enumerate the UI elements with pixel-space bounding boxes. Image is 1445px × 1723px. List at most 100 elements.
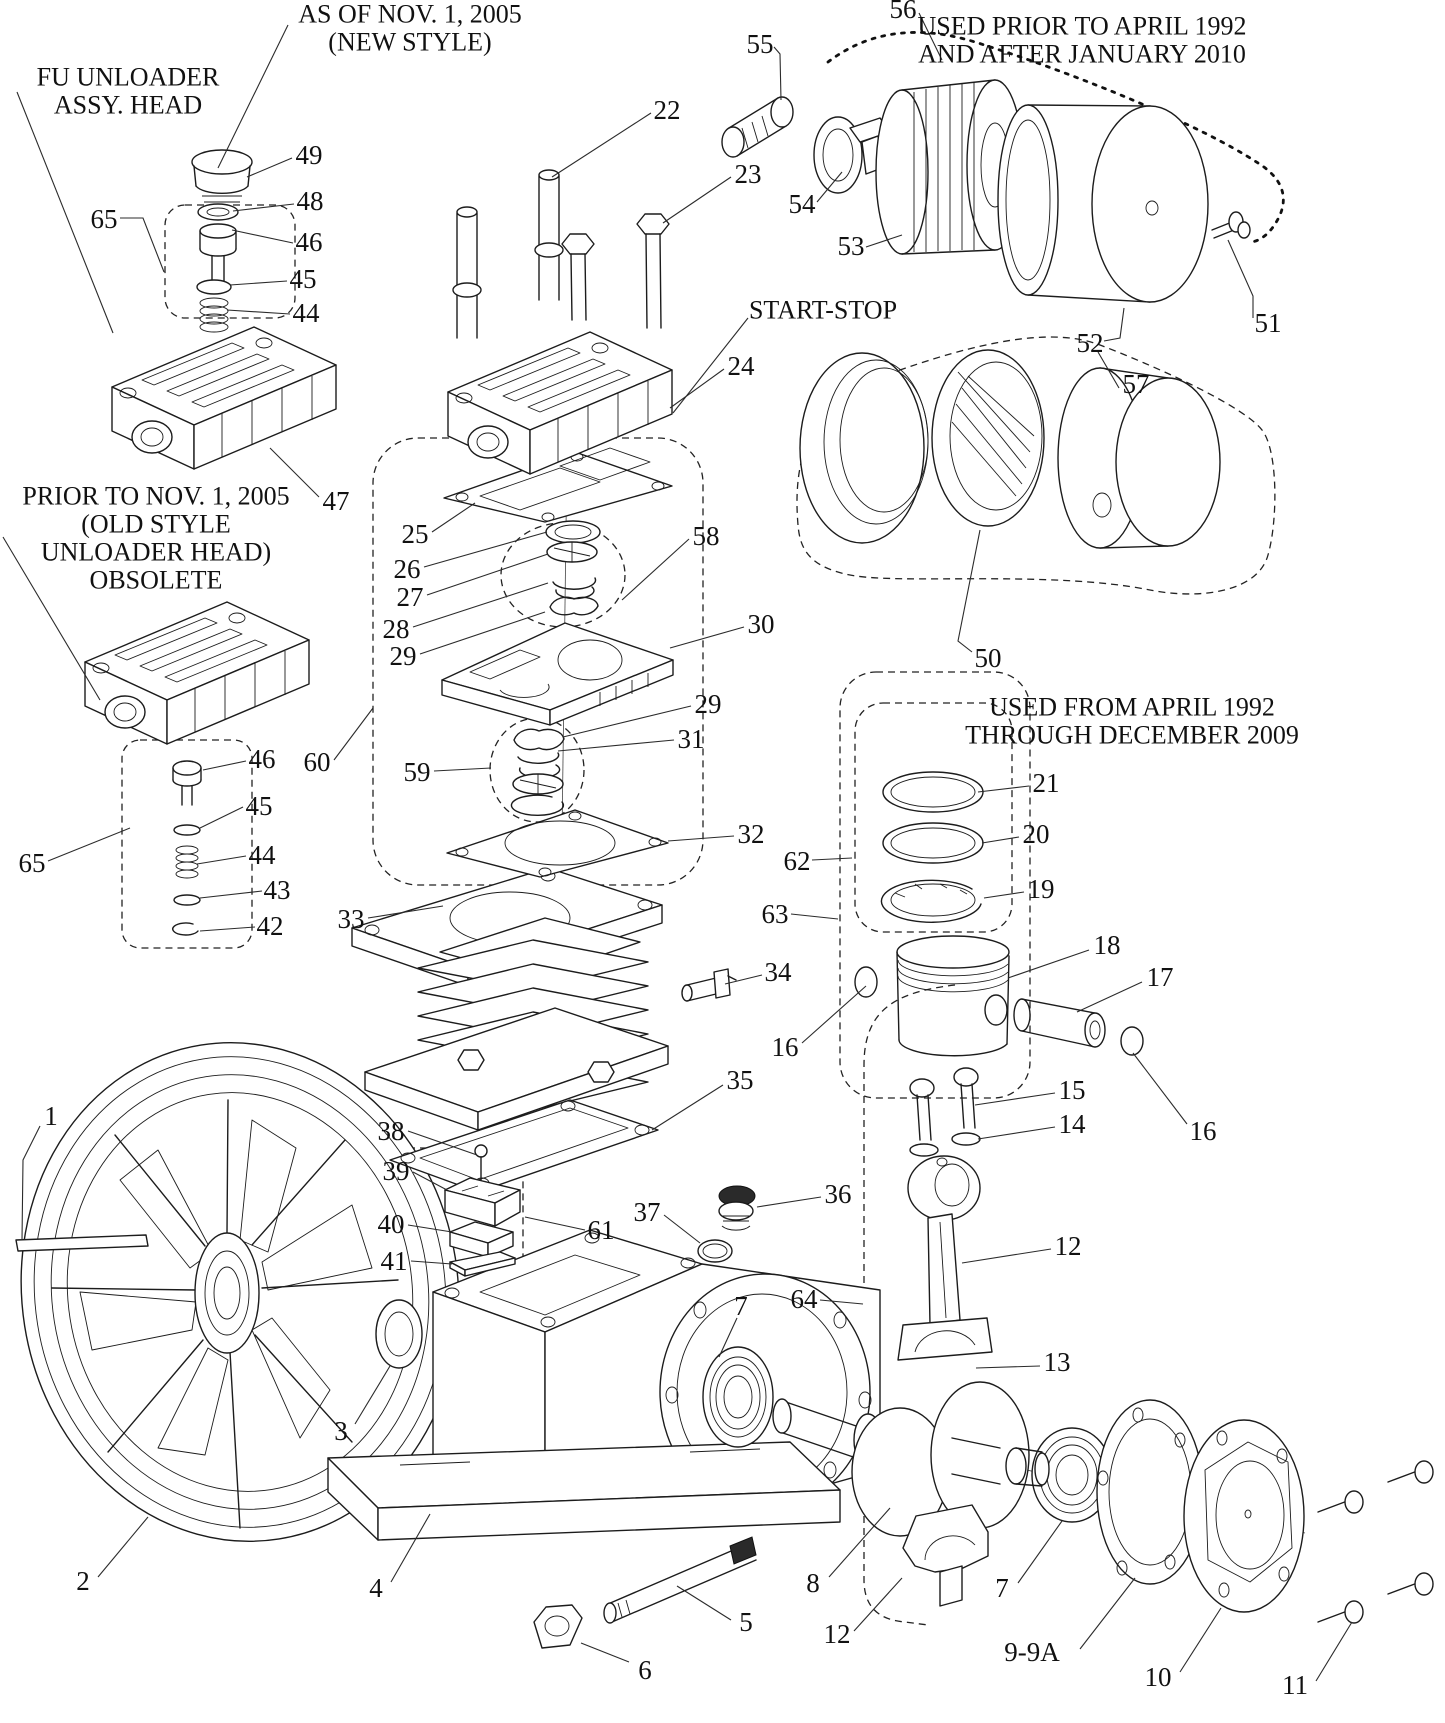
leader-line-54 [816,171,843,203]
leader-line-25 [431,502,476,533]
part-callout-45-50: 45 [246,791,273,821]
leader-line-39 [412,1171,448,1191]
part-callout-54-60: 54 [789,189,817,219]
oil-fill-plug-36 [718,1185,756,1231]
part-callout-17-19: 17 [1147,962,1174,992]
unloader-cap-49 [191,149,253,203]
note-start-stop: START-STOP [749,296,897,325]
unloader-head-old-style-47 [84,601,310,745]
leader-line-5 [676,1585,732,1621]
part-callout-4-3: 4 [369,1573,383,1603]
part-callout-46-52: 46 [249,744,276,774]
part-callout-16-17: 16 [772,1032,799,1062]
leader-line-35 [651,1084,724,1131]
part-callout-48-54: 48 [297,186,324,216]
spring-44-old [175,845,199,879]
unloader-kit-outline-65-new [164,204,296,319]
part-callout-16-18: 16 [1190,1116,1217,1146]
part-callout-30-33: 30 [748,609,775,639]
piston-rings [880,771,984,923]
part-callout-44-47: 44 [293,298,321,328]
part-callout-18-20: 18 [1094,930,1121,960]
unloader-kit-outline-65-old [121,739,253,949]
flange-gasket-32 [446,809,669,878]
leader-line-15 [974,1092,1056,1106]
leader-line-21 [977,785,1030,793]
part-callout-9-9A-9: 9-9A [1004,1637,1060,1667]
valve-kit-outline-59 [489,717,585,823]
leader-line-49 [246,157,293,178]
leader-line-2 [97,1516,149,1578]
hex-plug-6 [533,1604,583,1649]
leader-line-24 [669,368,725,409]
part-callout-44-48: 44 [249,840,277,870]
leader-line-16 [801,985,867,1044]
leader-line-34 [724,974,763,985]
part-callout-19-21: 19 [1028,874,1055,904]
note-leader-start-stop [672,317,749,414]
part-callout-2-1: 2 [76,1566,90,1596]
part-callout-60-66: 60 [304,747,331,777]
note-leader-old-style [2,536,101,701]
leader-line-57 [1097,351,1120,389]
cylinder-head-24 [447,331,673,475]
leader-line-58 [621,538,690,601]
leader-line-65 [47,827,131,862]
part-callout-53-59: 53 [838,231,865,261]
part-callout-59-65: 59 [404,757,431,787]
unloader-valve-blocks [444,1177,521,1277]
leader-line-6 [580,1642,630,1663]
leader-line-59 [433,767,492,772]
bearing-plate-gasket-9 [1096,1399,1204,1585]
leader-line-18 [1007,949,1090,979]
leader-line-43 [199,890,263,899]
part-callout-35-38: 35 [727,1065,754,1095]
leader-line-7 [718,1317,738,1358]
leader-line-56 [918,12,943,61]
leader-line-3 [354,1365,391,1425]
note-leader-new-style [217,24,289,169]
part-callout-12-13: 12 [824,1619,851,1649]
filter-kit-cup-ring [799,352,929,544]
leader-line-14 [977,1126,1056,1140]
leader-line-20 [981,836,1020,844]
thumbscrew-51 [1211,211,1251,239]
part-callout-31-34: 31 [678,724,705,754]
part-callout-58-64: 58 [693,521,720,551]
leader-line-64 [819,1299,864,1305]
leader-line-11 [1315,1621,1353,1682]
part-callout-65-72: 65 [19,848,46,878]
part-callout-57-63: 57 [1123,369,1150,399]
part-callout-37-40: 37 [634,1197,661,1227]
leader-line-44 [226,309,291,315]
leader-line-12 [961,1248,1052,1264]
part-callout-8-8: 8 [806,1568,820,1598]
washer-45 [196,279,232,295]
cylinder [364,917,669,1131]
leader-line-61 [524,1216,586,1231]
plate-bolts-11 [1317,1460,1434,1624]
washer-48 [197,203,239,221]
part-callout-55-61: 55 [747,29,774,59]
leader-line-45 [199,806,244,829]
washer-45-old [173,824,201,836]
lower-valve-parts [510,728,565,816]
leader-line-47 [269,447,320,498]
upper-valve-parts [545,520,601,616]
unloader-pin-38 [474,1144,488,1186]
ball-bearing-7-left [702,1346,774,1448]
leader-line-50 [957,529,981,653]
shaft-seal-3 [375,1299,423,1369]
part-callout-29-32: 29 [695,689,722,719]
rod-cap-12 [902,1504,989,1607]
filter-kit-felt-50 [931,349,1045,527]
part-callout-29-31: 29 [390,641,417,671]
leader-line-63 [790,913,839,920]
note-leader-fu-unloader [16,91,114,334]
part-callout-21-23: 21 [1033,768,1060,798]
part-callout-20-22: 20 [1023,819,1050,849]
leader-line-51 [1227,239,1254,318]
valve-plate-30 [441,622,674,726]
